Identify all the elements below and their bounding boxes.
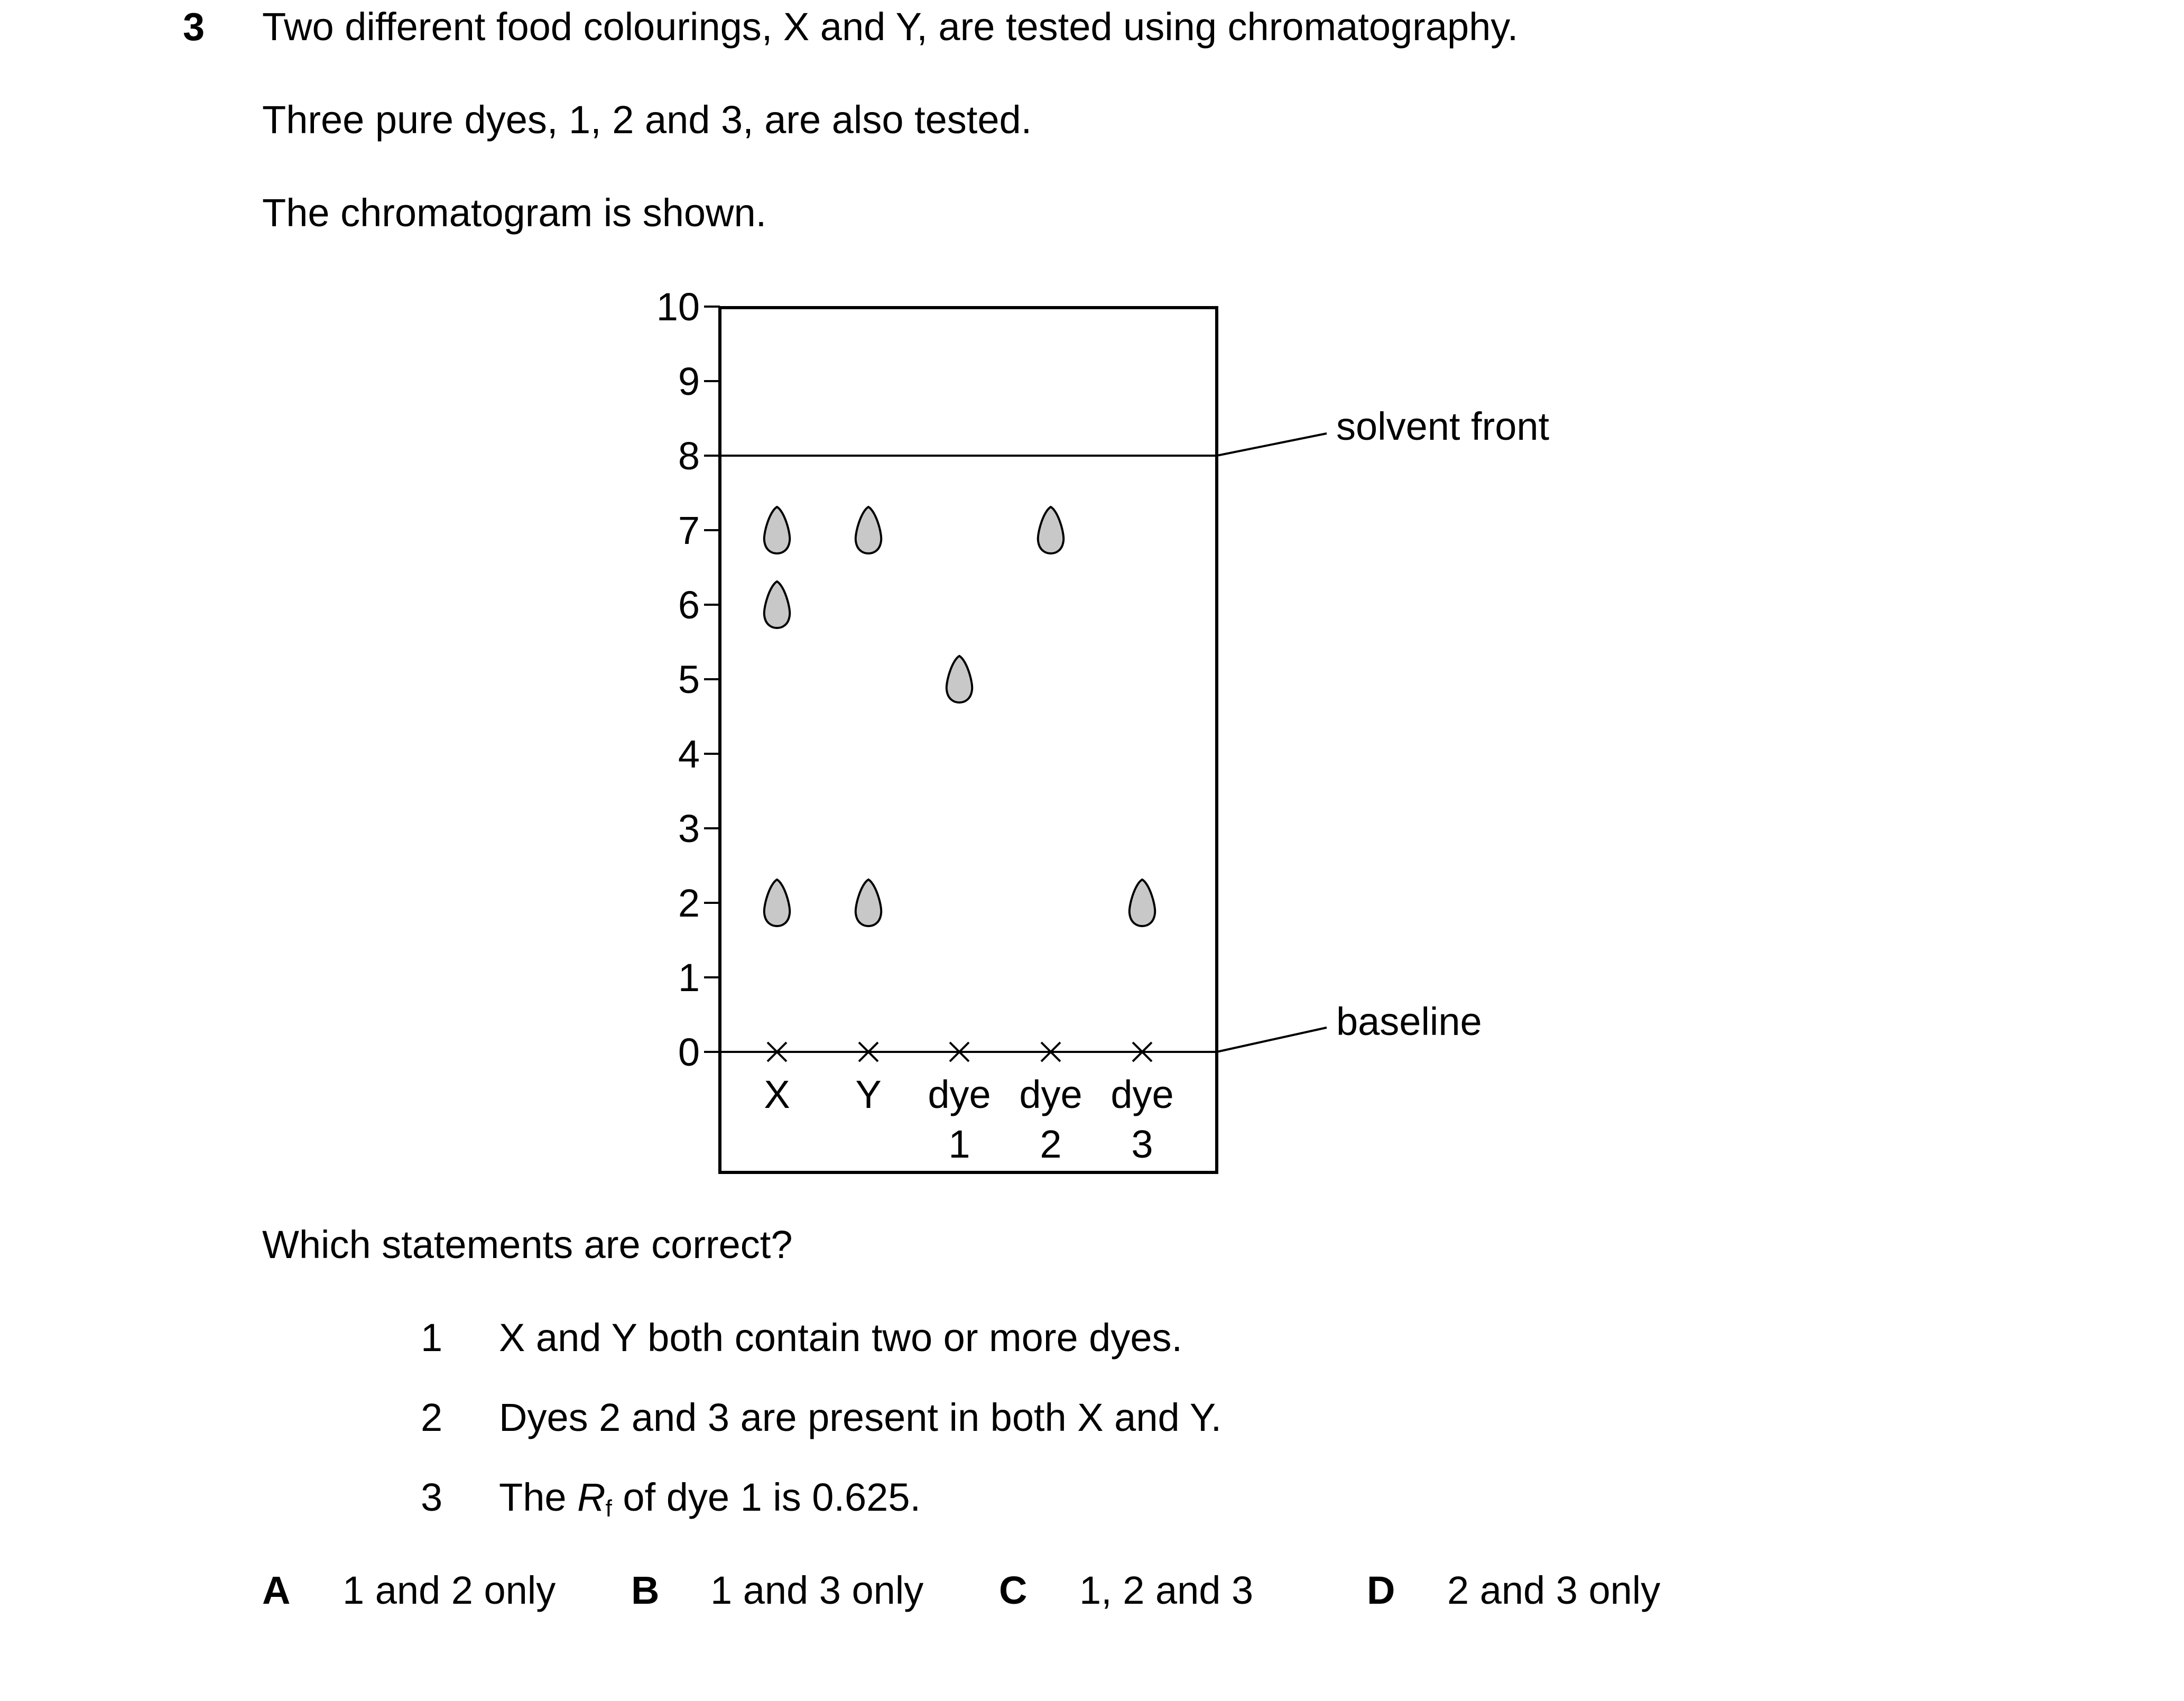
option-d-text[interactable]: 2 and 3 only	[1447, 1568, 1661, 1612]
origin-cross-2-b	[858, 1041, 879, 1062]
scale-label-9: 9	[678, 359, 700, 403]
question-prompt: Which statements are correct?	[262, 1223, 793, 1266]
scale-label-3: 3	[678, 807, 700, 851]
scale-label-8: 8	[678, 434, 700, 478]
scale-label-5: 5	[678, 658, 700, 701]
lane-label-2: Y	[855, 1073, 881, 1116]
spot-lane-3-level-5	[945, 654, 974, 704]
spot-lane-2-level-7	[854, 505, 883, 555]
intro-line-3: The chromatogram is shown.	[262, 191, 767, 235]
question-number: 3	[183, 5, 205, 49]
intro-line-1: Two different food colourings, X and Y, …	[262, 5, 1519, 49]
statement-3-text: The Rf of dye 1 is 0.625.	[499, 1478, 921, 1521]
baseline-label: baseline	[1336, 1000, 1482, 1043]
option-b-letter[interactable]: B	[631, 1568, 660, 1612]
scale-label-4: 4	[678, 732, 700, 776]
rf-subscript: f	[605, 1496, 612, 1522]
option-c-text[interactable]: 1, 2 and 3	[1079, 1568, 1254, 1612]
lane-sublabel-5: 3	[1131, 1122, 1153, 1166]
spot-lane-5-level-2	[1128, 878, 1156, 928]
scale-label-1: 1	[678, 956, 700, 1000]
lane-label-4: dye	[1019, 1073, 1082, 1116]
baseline-leader	[1216, 1027, 1327, 1053]
option-d-letter[interactable]: D	[1367, 1568, 1395, 1612]
scale-label-0: 0	[678, 1030, 700, 1074]
scale-label-6: 6	[678, 583, 700, 627]
origin-cross-4-b	[1040, 1041, 1061, 1062]
rf-symbol: R	[577, 1475, 606, 1519]
statement-3-number: 3	[421, 1475, 443, 1519]
statement-2-text: Dyes 2 and 3 are present in both X and Y…	[499, 1395, 1222, 1439]
statement-2-number: 2	[421, 1395, 443, 1439]
option-c-letter[interactable]: C	[999, 1568, 1028, 1612]
origin-cross-5-b	[1132, 1041, 1153, 1062]
statement-3-text-after: of dye 1 is 0.625.	[612, 1475, 921, 1519]
lane-label-5: dye	[1110, 1073, 1173, 1116]
lane-label-1: X	[764, 1073, 790, 1116]
lane-sublabel-4: 2	[1040, 1122, 1061, 1166]
option-b-text[interactable]: 1 and 3 only	[710, 1568, 924, 1612]
chromatogram-paper	[718, 306, 1218, 1174]
scale-label-7: 7	[678, 509, 700, 552]
scale-label-2: 2	[678, 881, 700, 925]
solvent-front-label: solvent front	[1336, 404, 1550, 448]
solvent-front-leader	[1216, 432, 1327, 457]
spot-lane-4-level-7	[1037, 505, 1065, 555]
spot-lane-2-level-2	[854, 878, 883, 928]
option-a-letter[interactable]: A	[262, 1568, 291, 1612]
spot-lane-1-level-7	[763, 505, 791, 555]
scale-label-10: 10	[656, 285, 700, 329]
lane-sublabel-3: 1	[948, 1122, 970, 1166]
statement-3-text-before: The	[499, 1475, 578, 1519]
origin-cross-3-b	[949, 1041, 970, 1062]
statement-1-number: 1	[421, 1316, 443, 1360]
intro-line-2: Three pure dyes, 1, 2 and 3, are also te…	[262, 98, 1032, 142]
option-a-text[interactable]: 1 and 2 only	[343, 1568, 556, 1612]
statement-1-text: X and Y both contain two or more dyes.	[499, 1316, 1183, 1360]
origin-cross-1-b	[766, 1041, 788, 1062]
lane-label-3: dye	[928, 1073, 991, 1116]
spot-lane-1-level-6	[763, 580, 791, 630]
spot-lane-1-level-2	[763, 878, 791, 928]
